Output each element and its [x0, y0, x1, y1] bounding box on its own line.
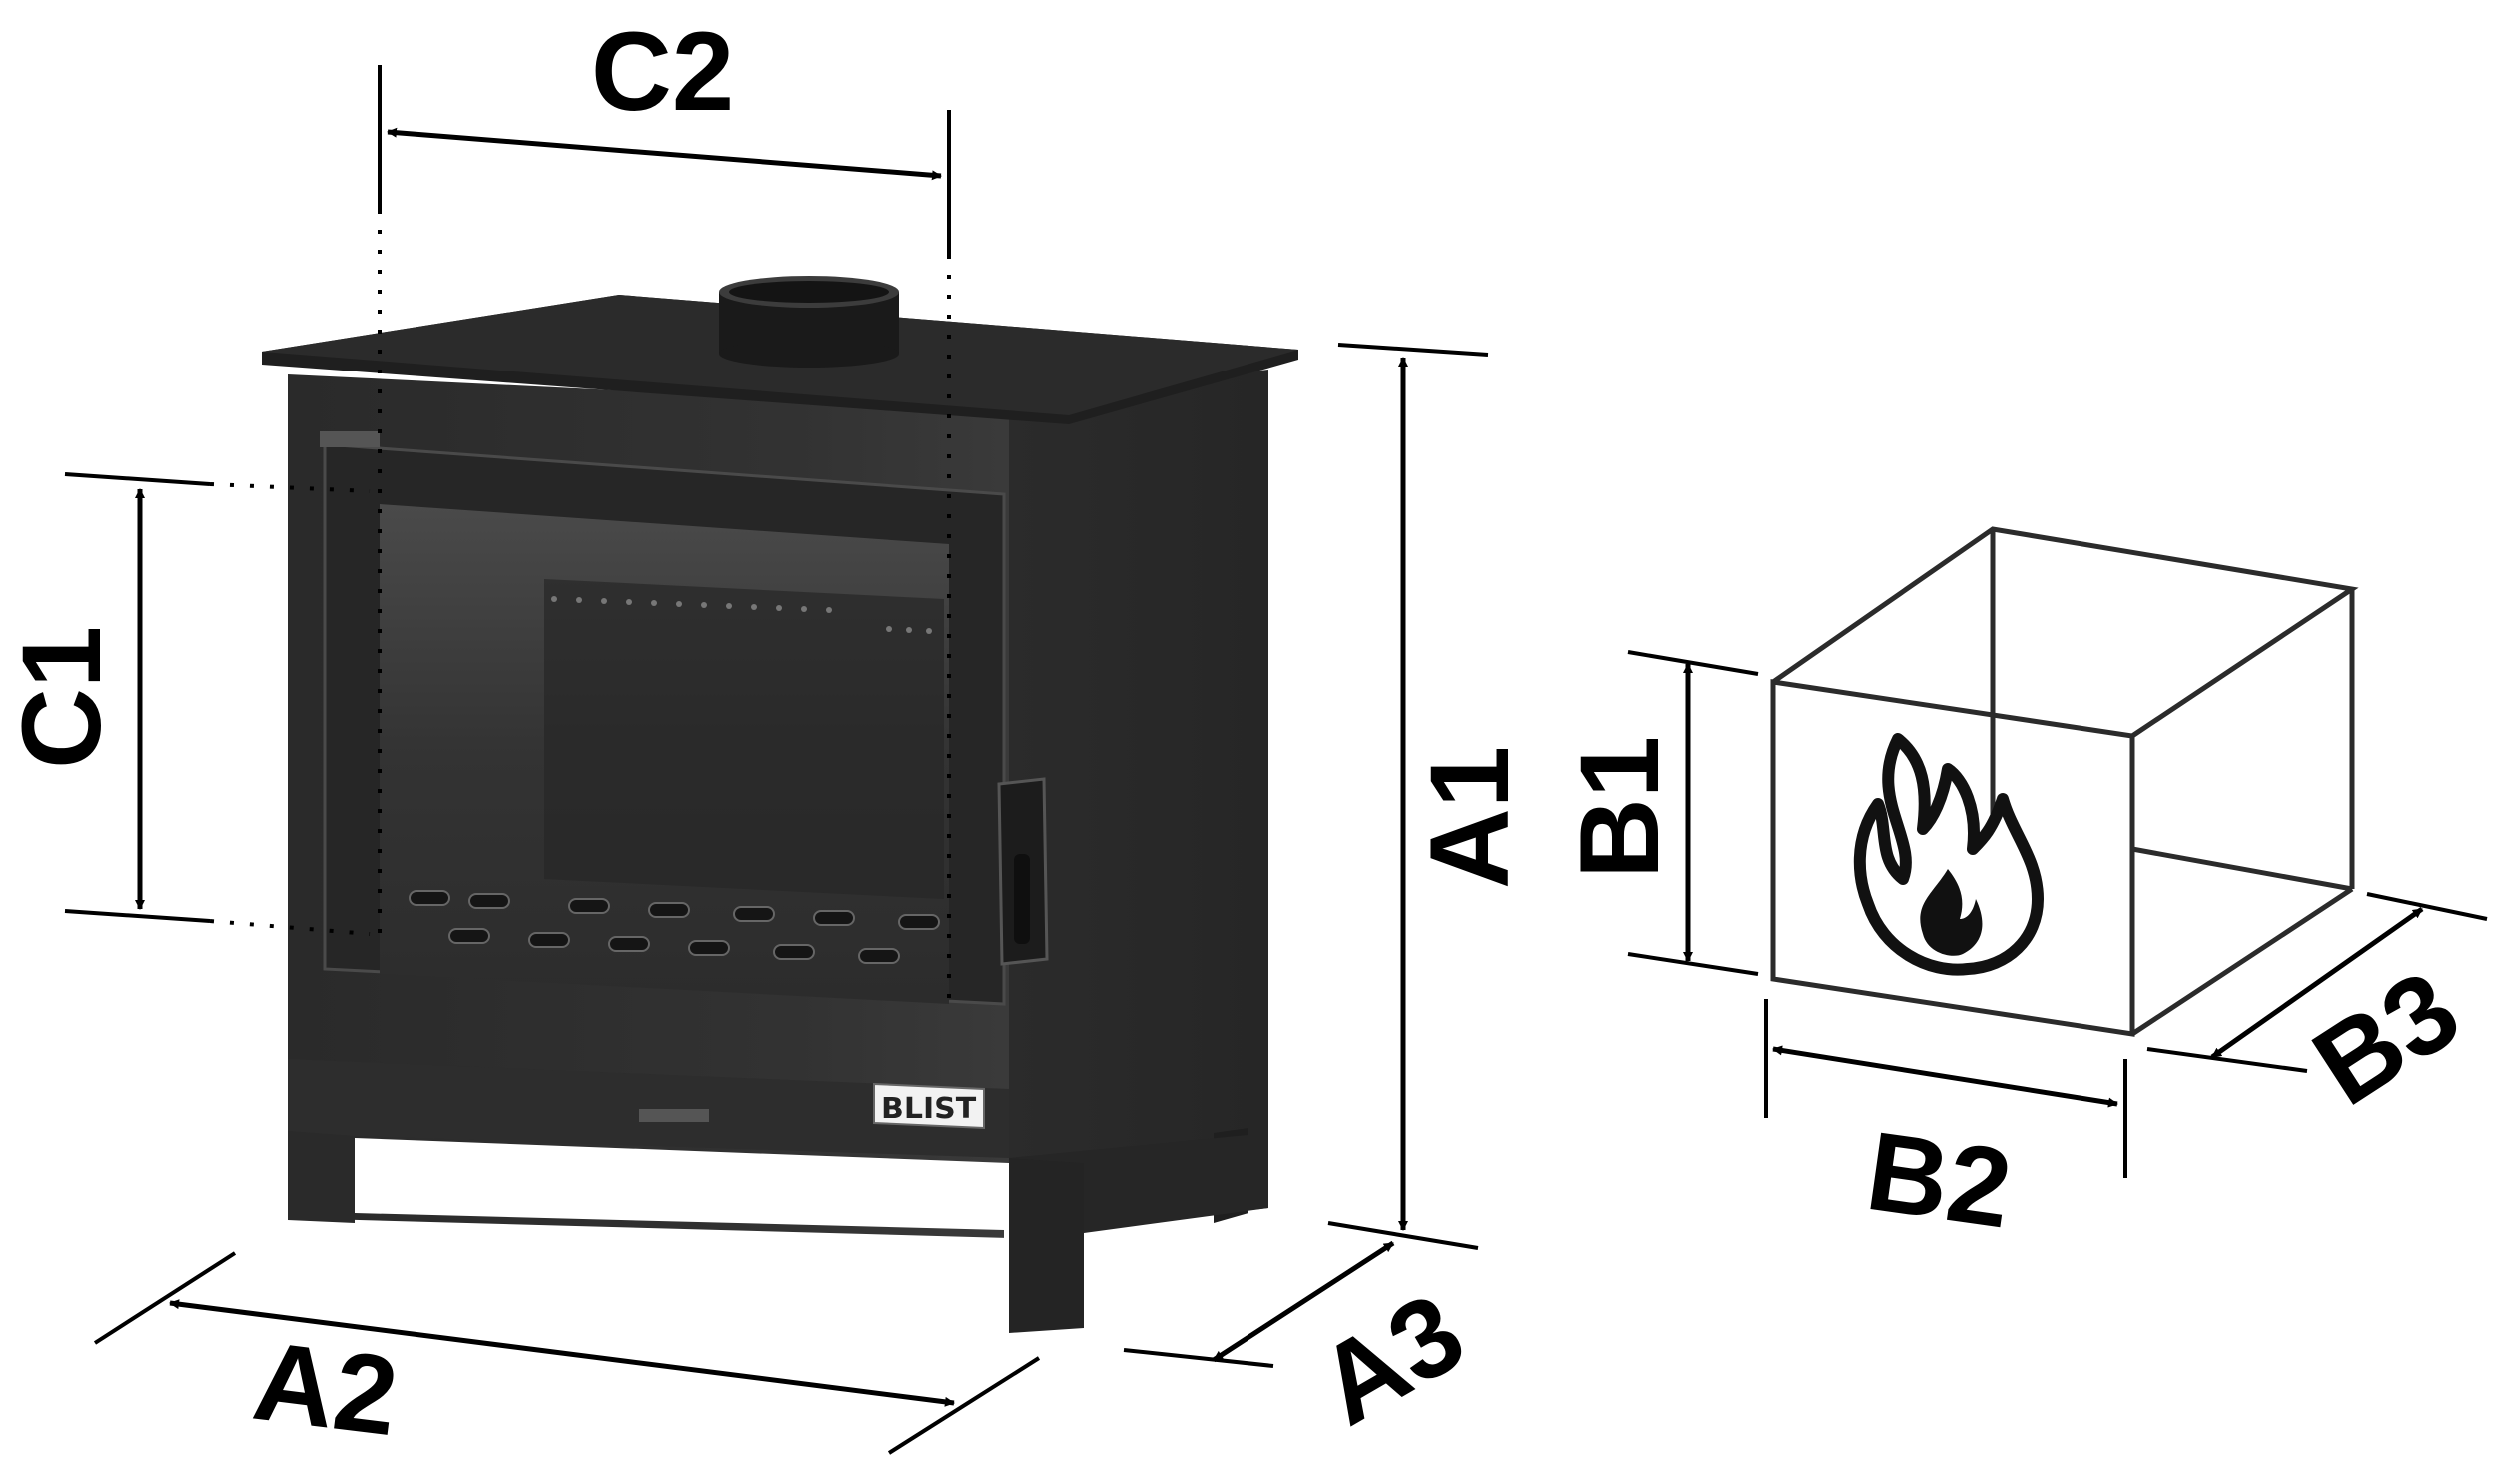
brand-logo: BLIST: [881, 1092, 977, 1126]
dimension-c1: C1: [0, 472, 371, 936]
stove-side-panel: [1009, 370, 1268, 1238]
firebox-schematic: [1770, 526, 2359, 1037]
dimension-b1: B1: [1557, 650, 1759, 976]
dimension-b2: B2: [1764, 999, 2127, 1252]
dimension-a3: A3: [1123, 1240, 1484, 1449]
dimension-c2: C2: [378, 9, 951, 999]
dimension-b3: B3: [2146, 892, 2488, 1128]
label-a2: A2: [247, 1318, 404, 1460]
flame-icon: [1853, 733, 2044, 976]
door-hinge: [320, 431, 380, 447]
grate-slots: [409, 890, 940, 964]
stove-front-leg-left: [288, 1128, 355, 1223]
firebox-back: [544, 579, 944, 899]
dimension-a2: A2: [93, 1251, 1041, 1460]
label-c2: C2: [591, 9, 734, 134]
door-handle: [997, 777, 1049, 966]
label-b3: B3: [2292, 946, 2480, 1128]
label-b2: B2: [1860, 1109, 2019, 1252]
stove-side-bottom: [1009, 1133, 1268, 1233]
label-b1: B1: [1557, 736, 1682, 879]
flue-collar: [719, 276, 899, 368]
dimension-a1: A1: [1327, 343, 1532, 1250]
baffle-holes: [551, 596, 932, 634]
label-a3: A3: [1298, 1269, 1484, 1449]
stove-leg-gap: [355, 1138, 1009, 1238]
ash-drawer-handle: [639, 1109, 709, 1122]
label-c1: C1: [0, 626, 124, 769]
label-a1: A1: [1407, 746, 1532, 889]
box-inner-bottom-edge: [2131, 846, 2353, 892]
box-top-edges: [1771, 526, 2359, 739]
brand-badge: BLIST: [873, 1082, 985, 1130]
stove: BLIST: [262, 276, 1298, 1333]
stove-front-leg-right: [1009, 1158, 1084, 1333]
